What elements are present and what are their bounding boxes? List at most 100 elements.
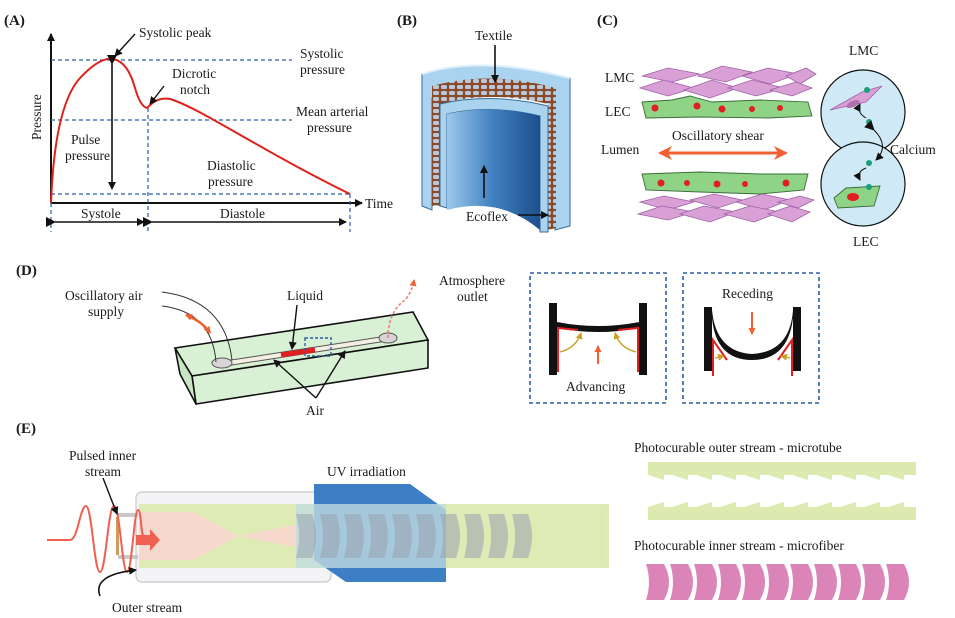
- microtube-notch: [792, 502, 808, 507]
- panel-e: (E) Pulsed inner stream UV irradiation O…: [16, 421, 916, 615]
- microfiber-segment: [670, 564, 693, 600]
- microtube-notch: [864, 475, 880, 480]
- microtube-notch: [720, 502, 736, 507]
- calcium-label: Calcium: [890, 142, 936, 157]
- advancing-label: Advancing: [566, 379, 625, 394]
- advancing-film-right: [617, 326, 639, 372]
- panel-b: (B) Textile Ecoflex: [397, 13, 571, 233]
- receding-wall-right: [793, 307, 801, 371]
- upper-lec-layer: [641, 95, 813, 119]
- microfiber-segment: [814, 564, 837, 600]
- cured-segment: [488, 514, 508, 558]
- microtube-notch: [816, 502, 832, 507]
- panel-c: (C) LMC LEC Oscillatory shear Lumen LMC …: [597, 13, 936, 249]
- diastolic-pressure-label-2: pressure: [208, 174, 253, 189]
- panel-a: (A) Pressure Time Systolic peak Dicrotic…: [4, 13, 393, 232]
- receding-film-left: [712, 336, 728, 376]
- microtube-bottom-wall: [648, 507, 916, 520]
- chip-side-face: [174, 347, 197, 405]
- advancing-film-left: [557, 326, 579, 372]
- lec-right-label: LEC: [853, 234, 879, 249]
- microtube-notch: [744, 502, 760, 507]
- microtube-notch: [864, 502, 880, 507]
- systolic-peak-label: Systolic peak: [139, 25, 212, 40]
- air-supply-label-1: Oscillatory air: [65, 288, 143, 303]
- upper-lmc-layer: [638, 65, 817, 99]
- receding-flow-right: [780, 353, 791, 361]
- cured-segment: [512, 514, 532, 558]
- calcium-to-lec-arrow: [853, 167, 867, 181]
- lec-circle: [820, 141, 906, 227]
- calcium-to-lmc-arrow: [853, 103, 867, 119]
- cured-segment: [392, 514, 412, 558]
- inner-capillary-top: [118, 513, 138, 517]
- outer-stream-label: Outer stream: [112, 600, 183, 615]
- mean-arterial-label-2: pressure: [307, 120, 352, 135]
- microtube-label: Photocurable outer stream - microtube: [634, 440, 842, 455]
- receding-flow-left: [714, 353, 725, 361]
- pulse-pressure-label-2: pressure: [65, 148, 110, 163]
- lmc-nucleus: [846, 99, 860, 109]
- ecoflex-label: Ecoflex: [466, 209, 508, 224]
- cured-segment: [344, 514, 364, 558]
- flow-direction-arrow: [136, 529, 160, 551]
- x-axis-label: Time: [365, 196, 393, 211]
- advancing-flow-right: [613, 332, 637, 353]
- microtube-notch: [840, 475, 856, 480]
- microtube-notch: [816, 475, 832, 480]
- advancing-wall-right: [639, 303, 647, 375]
- lumen-label: Lumen: [601, 142, 639, 157]
- outlet-label-2: outlet: [457, 289, 488, 304]
- inner-capillary-tip: [116, 517, 119, 555]
- pulsed-stream-label-1: Pulsed inner: [69, 448, 137, 463]
- inner-capillary-bottom: [118, 555, 138, 559]
- cured-segment: [464, 514, 484, 558]
- microfiber-segment: [718, 564, 741, 600]
- textile-label: Textile: [475, 28, 512, 43]
- microfiber-segment: [862, 564, 885, 600]
- textile-layer: [432, 78, 556, 231]
- air-tube-outer: [161, 291, 233, 361]
- microfiber-segment: [742, 564, 765, 600]
- receding-wall-left: [704, 307, 712, 371]
- cured-segment: [416, 514, 436, 558]
- advancing-meniscus: [557, 322, 639, 332]
- outlet-label-1: Atmosphere: [439, 273, 505, 288]
- microfiber-product: [646, 564, 909, 600]
- outer-stream-tip: [600, 504, 606, 568]
- dicrotic-notch-label-2: notch: [180, 82, 210, 97]
- y-axis-label: Pressure: [29, 94, 44, 140]
- cured-segment: [296, 514, 316, 558]
- lmc-circle: [820, 69, 906, 155]
- air-pointer-right: [315, 350, 346, 399]
- zoom-region-box: [304, 337, 332, 357]
- air-label: Air: [306, 403, 325, 418]
- microfiber-segment: [694, 564, 717, 600]
- systolic-peak-pointer: [114, 33, 136, 57]
- pulsed-stream-pointer: [102, 477, 119, 515]
- air-pointer-left: [273, 359, 317, 399]
- microtube-notch: [840, 502, 856, 507]
- microtube-notch: [672, 475, 688, 480]
- panel-e-label: (E): [16, 421, 36, 437]
- lower-lec-layer: [641, 171, 809, 195]
- microfiber-segment: [646, 564, 669, 600]
- panel-a-label: (A): [4, 13, 25, 29]
- microtube-top-wall: [648, 462, 916, 475]
- outer-stream-pointer: [98, 566, 137, 597]
- microfiber-segment: [766, 564, 789, 600]
- receding-label: Receding: [722, 286, 773, 301]
- panel-d-label: (D): [16, 263, 37, 279]
- oscillatory-shear-label: Oscillatory shear: [672, 128, 764, 143]
- panel-c-label: (C): [597, 13, 618, 29]
- rim-highlight: [421, 64, 571, 79]
- inner-stream-neck: [238, 524, 300, 548]
- panel-b-label: (B): [397, 13, 417, 29]
- dicrotic-notch-pointer: [149, 85, 165, 105]
- microfiber-label: Photocurable inner stream - microfiber: [634, 538, 844, 553]
- microtube-notch: [648, 502, 664, 507]
- microtube-notch: [792, 475, 808, 480]
- oscillation-arrow: [185, 313, 212, 334]
- lmc-right-label: LMC: [849, 43, 878, 58]
